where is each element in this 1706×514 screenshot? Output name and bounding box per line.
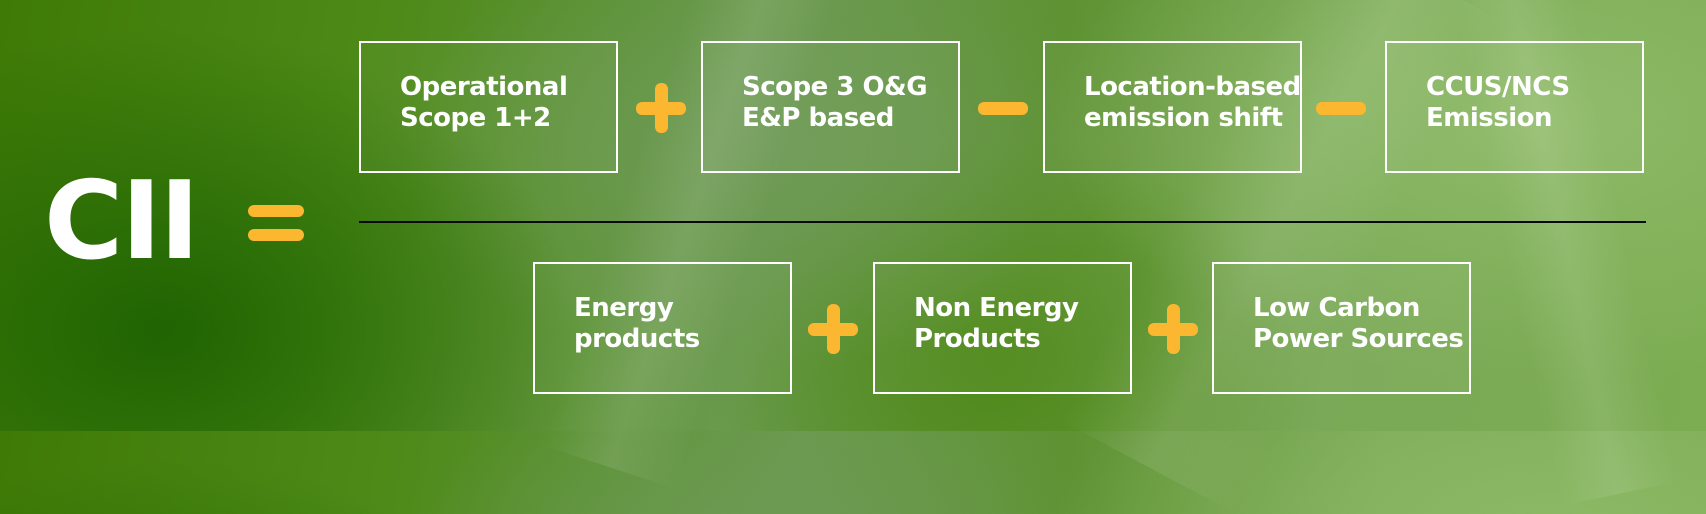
term-line-1: Energy: [574, 293, 674, 323]
term-line-2: E&P based: [742, 103, 894, 133]
cii-title: CII: [44, 159, 200, 284]
term-line-2: products: [574, 324, 700, 354]
term-energy-products: Energy products: [533, 262, 792, 394]
term-ccus-ncs-emission: CCUS/NCS Emission: [1385, 41, 1644, 173]
plus-icon: [1148, 304, 1198, 354]
plus-icon: [808, 304, 858, 354]
term-line-1: Scope 3 O&G: [742, 72, 928, 102]
term-line-1: Operational: [400, 72, 568, 102]
equals-icon: [248, 205, 304, 241]
term-line-2: Emission: [1426, 103, 1553, 133]
term-location-based-emission-shift: Location-based emission shift: [1043, 41, 1302, 173]
term-non-energy-products: Non Energy Products: [873, 262, 1132, 394]
equals-bar-bottom: [248, 229, 304, 241]
term-low-carbon-power-sources: Low Carbon Power Sources: [1212, 262, 1471, 394]
term-line-1: Non Energy: [914, 293, 1079, 323]
term-line-2: Scope 1+2: [400, 103, 551, 133]
minus-icon: [978, 102, 1028, 115]
fraction-line: [359, 221, 1646, 223]
term-line-2: Power Sources: [1253, 324, 1464, 354]
term-line-1: Location-based: [1084, 72, 1301, 102]
plus-icon: [636, 83, 686, 133]
equals-bar-top: [248, 205, 304, 217]
term-scope-3-og-ep: Scope 3 O&G E&P based: [701, 41, 960, 173]
term-line-2: Products: [914, 324, 1041, 354]
term-line-2: emission shift: [1084, 103, 1283, 133]
minus-icon: [1316, 102, 1366, 115]
term-line-1: Low Carbon: [1253, 293, 1420, 323]
term-line-1: CCUS/NCS: [1426, 72, 1570, 102]
term-operational-scope-1-2: Operational Scope 1+2: [359, 41, 618, 173]
